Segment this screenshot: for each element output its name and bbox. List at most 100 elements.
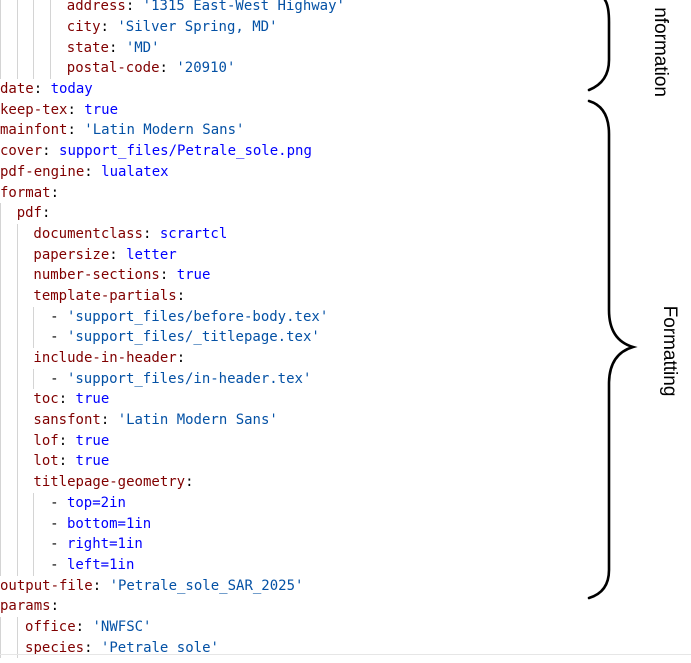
yaml-value: true: [75, 432, 110, 449]
code-text: postal-code: '20910': [67, 60, 236, 76]
indent-guide: [0, 285, 1, 307]
code-line: - right=1in: [0, 534, 345, 555]
yaml-separator: :: [41, 205, 51, 222]
code-text: lof: true: [33, 433, 109, 449]
code-text: documentclass: scrartcl: [33, 226, 227, 242]
yaml-key: template-partials: [33, 287, 177, 304]
yaml-separator: :: [176, 287, 186, 304]
indent-guide: [0, 513, 1, 535]
code-line: address: '1315 East-West Highway': [0, 0, 345, 17]
yaml-value: lualatex: [101, 163, 169, 180]
indent-guide: [0, 223, 1, 245]
information-brace: [587, 0, 611, 92]
code-line: output-file: 'Petrale_sole_SAR_2025': [0, 576, 345, 597]
list-dash: -: [50, 494, 67, 511]
yaml-string-value: '20910': [176, 60, 236, 77]
code-text: - 'support_files/in-header.tex': [50, 371, 311, 387]
code-line: state: 'MD': [0, 37, 345, 59]
yaml-separator: :: [58, 432, 76, 449]
yaml-separator: :: [100, 19, 118, 35]
code-line: - top=2in: [0, 492, 345, 514]
indent-guide: [16, 17, 18, 38]
code-text: address: '1315 East-West Highway': [67, 0, 345, 14]
indent-guide: [33, 492, 35, 514]
indent-guide: [16, 265, 18, 286]
code-text: template-partials:: [33, 288, 185, 304]
yaml-key: number-sections: [33, 267, 160, 284]
list-dash: -: [50, 536, 67, 553]
indent-guide: [0, 492, 1, 514]
yaml-separator: :: [185, 474, 194, 491]
yaml-separator: :: [125, 0, 143, 15]
indent-guide: [16, 492, 18, 514]
yaml-string-value: 'NWFSC': [92, 618, 152, 635]
yaml-key: address: [66, 0, 126, 15]
code-line: format:: [0, 183, 345, 204]
yaml-key: office: [25, 618, 76, 635]
indent-guide: [16, 223, 18, 245]
code-line: postal-code: '20910': [0, 58, 345, 80]
indent-guide: [0, 348, 1, 369]
yaml-key: cover: [0, 143, 43, 160]
indent-guide: [33, 327, 35, 348]
code-line: - left=1in: [0, 554, 345, 576]
yaml-string-value: 'Petrale_sole_SAR_2025': [109, 577, 304, 594]
code-text: - bottom=1in: [50, 516, 151, 532]
yaml-key: sansfont: [33, 412, 101, 429]
yaml-key: titlepage-geometry: [33, 474, 186, 491]
list-dash: -: [50, 308, 67, 325]
indent-guide: [16, 410, 18, 431]
indent-guide: [0, 58, 1, 80]
indent-guide: [50, 0, 52, 17]
yaml-key: keep-tex: [0, 101, 68, 118]
yaml-key: output-file: [0, 577, 93, 594]
code-text: - 'support_files/before-body.tex': [50, 309, 328, 325]
indent-guide: [0, 410, 1, 431]
indent-guide: [33, 0, 35, 17]
indent-guide: [0, 554, 1, 576]
indent-guide: [16, 430, 18, 452]
indent-guide: [0, 430, 1, 452]
yaml-separator: :: [58, 391, 76, 408]
yaml-key: state: [66, 39, 109, 56]
indent-guide: [16, 368, 18, 390]
code-line: species: 'Petrale sole': [0, 637, 345, 659]
code-text: - 'support_files/_titlepage.tex': [50, 329, 320, 345]
code-line: keep-tex: true: [0, 100, 345, 121]
indent-guide: [33, 534, 35, 555]
code-line: pdf:: [0, 203, 345, 224]
code-text: species: 'Petrale sole': [25, 640, 219, 656]
yaml-separator: :: [100, 412, 118, 429]
yaml-key: city: [66, 19, 101, 35]
yaml-key: papersize: [33, 246, 110, 263]
indent-guide: [0, 37, 1, 59]
indent-guide: [0, 0, 1, 17]
indent-guide: [0, 451, 1, 473]
code-text: params:: [0, 598, 59, 614]
indent-guide: [0, 203, 1, 224]
yaml-string-value: 'MD': [125, 39, 160, 56]
indent-guide: [33, 17, 35, 38]
yaml-key: mainfont: [0, 122, 68, 139]
indent-guide: [16, 306, 18, 328]
indent-guide: [50, 17, 52, 38]
indent-guide: [0, 327, 1, 348]
code-line: params:: [0, 596, 345, 617]
yaml-separator: :: [67, 122, 85, 139]
code-text: mainfont: 'Latin Modern Sans': [0, 122, 244, 138]
code-line: sansfont: 'Latin Modern Sans': [0, 410, 345, 431]
indent-guide: [16, 389, 18, 411]
code-text: papersize: letter: [33, 247, 176, 263]
indent-guide: [0, 616, 1, 638]
list-dash: -: [50, 556, 67, 573]
yaml-key: date: [0, 81, 34, 98]
code-line: papersize: letter: [0, 244, 345, 266]
yaml-key: include-in-header: [33, 350, 177, 366]
yaml-value: true: [75, 391, 110, 408]
yaml-value: today: [50, 81, 93, 98]
indent-guide: [16, 327, 18, 348]
yaml-key: toc: [33, 391, 59, 408]
yaml-code-editor[interactable]: address: '1315 East-West Highway' city: '…: [0, 0, 345, 659]
code-text: office: 'NWFSC': [25, 619, 151, 635]
code-text: state: 'MD': [67, 40, 160, 56]
